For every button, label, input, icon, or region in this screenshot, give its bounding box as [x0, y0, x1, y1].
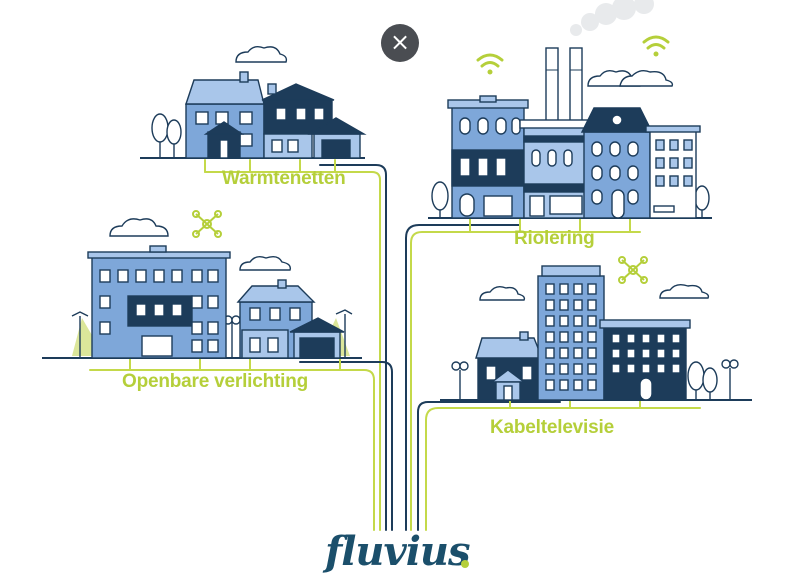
drop-lines-riool	[469, 217, 631, 233]
network-node-icon	[618, 256, 648, 284]
label-kabeltelevisie: Kabeltelevisie	[490, 417, 614, 438]
label-openbare-verlichting: Openbare verlichting	[122, 371, 309, 392]
drop-lines-light	[129, 357, 341, 371]
wifi-icon	[476, 53, 504, 75]
trunk-lime-1	[204, 171, 381, 531]
street-lamp-icon	[335, 309, 353, 358]
cloud-icon	[239, 255, 292, 271]
riolering-scene	[431, 47, 710, 219]
window	[656, 348, 666, 359]
trunk-lime-3	[410, 231, 641, 531]
cloud-icon	[619, 69, 674, 87]
cloud-icon	[235, 45, 288, 63]
tree-icon	[687, 361, 705, 400]
wifi-icon	[642, 35, 670, 57]
window	[656, 333, 666, 344]
drop-lines-kabel	[509, 399, 641, 409]
window	[641, 363, 651, 374]
window	[587, 315, 597, 327]
window	[587, 347, 597, 359]
window	[587, 283, 597, 295]
window	[611, 348, 621, 359]
window	[559, 315, 569, 327]
window	[611, 363, 621, 374]
window	[641, 348, 651, 359]
window	[626, 348, 636, 359]
network-node-icon	[192, 210, 222, 238]
tree-icon	[151, 113, 169, 158]
window	[559, 299, 569, 311]
window	[545, 315, 555, 327]
street-lamp-icon	[451, 361, 469, 400]
kabeltelevisie-scene	[451, 265, 739, 401]
window	[559, 347, 569, 359]
network-pipes	[89, 159, 701, 531]
window	[573, 347, 583, 359]
window	[611, 333, 621, 344]
trunk-line-right	[405, 224, 521, 531]
window	[559, 363, 569, 375]
window	[671, 348, 681, 359]
label-warmtenetten: Warmtenetten	[222, 168, 346, 189]
tree-icon	[702, 367, 718, 400]
trunk-lime-4	[425, 407, 701, 531]
window	[626, 363, 636, 374]
fluvius-logo: fluvius	[325, 528, 471, 575]
window	[573, 283, 583, 295]
trunk-lime-2	[89, 369, 375, 531]
street-lamp-icon	[721, 359, 739, 400]
verlichting-scene	[71, 245, 353, 359]
window	[656, 363, 666, 374]
window	[626, 333, 636, 344]
window	[573, 331, 583, 343]
window	[545, 347, 555, 359]
trunk-line-kabel	[417, 401, 561, 531]
window	[545, 283, 555, 295]
window	[545, 331, 555, 343]
window	[587, 299, 597, 311]
cloud-icon	[659, 283, 710, 299]
window	[545, 379, 555, 391]
window	[545, 299, 555, 311]
window	[559, 331, 569, 343]
window	[545, 363, 555, 375]
window	[573, 315, 583, 327]
factory-smoke	[570, 0, 654, 36]
cloud-icon	[109, 218, 169, 237]
logo-dot	[461, 560, 469, 568]
label-riolering: Riolering	[514, 228, 595, 249]
trunk-line-left	[319, 164, 387, 531]
cloud-icon	[479, 285, 526, 301]
street-lamp-icon	[71, 311, 89, 358]
trunk-line-mid	[299, 361, 393, 531]
window	[559, 283, 569, 295]
window	[573, 379, 583, 391]
window	[587, 331, 597, 343]
clouds	[109, 45, 710, 301]
warmtenetten-scene	[151, 71, 367, 159]
window	[573, 363, 583, 375]
close-icon: ×	[389, 28, 411, 56]
window	[573, 299, 583, 311]
drop-lines-top	[204, 159, 336, 173]
window	[587, 363, 597, 375]
window	[559, 379, 569, 391]
window	[671, 333, 681, 344]
tree-icon	[166, 119, 182, 158]
window	[587, 379, 597, 391]
window	[641, 333, 651, 344]
tree-icon	[431, 181, 449, 218]
window	[671, 363, 681, 374]
close-button[interactable]: ×	[381, 24, 419, 62]
tree-icon	[694, 185, 710, 218]
